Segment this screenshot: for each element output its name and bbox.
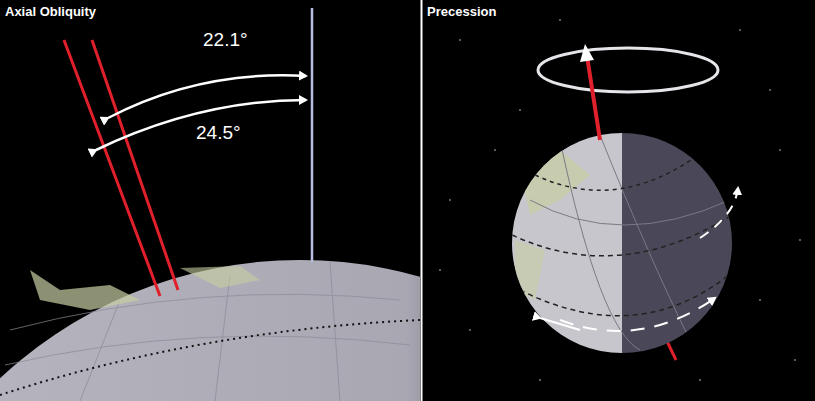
panel-title: Precession bbox=[427, 4, 496, 19]
angle-label: 24.5° bbox=[196, 122, 241, 144]
angle-label: 22.1° bbox=[203, 29, 248, 51]
obliquity-panel bbox=[0, 8, 420, 401]
panel-title: Axial Obliquity bbox=[5, 4, 96, 19]
precession-panel bbox=[439, 19, 801, 381]
